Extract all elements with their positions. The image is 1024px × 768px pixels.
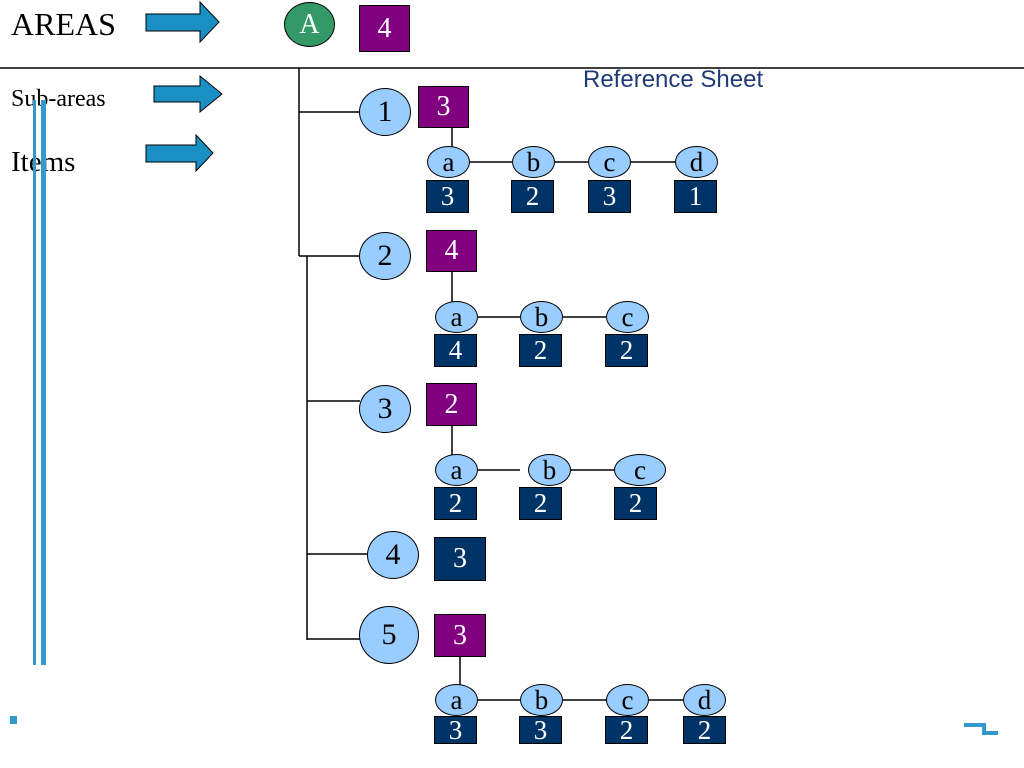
subarea-node-2[interactable]: 2 <box>359 232 411 280</box>
subarea-node-5[interactable]: 5 <box>359 606 419 664</box>
root-area-node[interactable]: A <box>284 2 335 47</box>
subareas-legend-label: Sub-areas <box>11 86 106 112</box>
areas-legend-label: AREAS <box>11 6 116 42</box>
arrow-items-icon <box>145 133 214 173</box>
item-node-3b[interactable]: b <box>528 454 571 486</box>
item-node-5d[interactable]: d <box>683 684 726 716</box>
arrow-areas-icon <box>145 0 220 44</box>
root-area-count: 4 <box>359 5 410 52</box>
item-node-1d[interactable]: d <box>675 146 718 178</box>
sidebar-bar-left <box>33 100 36 665</box>
item-count-3a: 2 <box>434 487 477 520</box>
item-node-1b[interactable]: b <box>512 146 555 178</box>
subarea-node-3[interactable]: 3 <box>359 385 411 433</box>
item-count-1c: 3 <box>588 180 631 213</box>
item-count-2a: 4 <box>434 334 477 367</box>
footer-square-mark <box>10 716 17 724</box>
item-count-3b: 2 <box>519 487 562 520</box>
item-node-3c[interactable]: c <box>614 454 666 486</box>
subarea-count-3: 2 <box>426 383 477 426</box>
arrow-subareas-icon <box>153 74 223 114</box>
item-node-2b[interactable]: b <box>520 301 563 333</box>
item-node-1a[interactable]: a <box>427 146 470 178</box>
subarea-count-1: 3 <box>418 86 469 128</box>
item-node-1c[interactable]: c <box>588 146 631 178</box>
item-node-5a[interactable]: a <box>435 684 478 716</box>
item-count-1b: 2 <box>511 180 554 213</box>
item-node-5b[interactable]: b <box>520 684 563 716</box>
page-title: Reference Sheet <box>583 66 764 93</box>
subarea-count-5: 3 <box>434 614 486 657</box>
root-area-label: A <box>299 8 320 40</box>
item-count-2b: 2 <box>519 334 562 367</box>
item-count-2c: 2 <box>605 334 648 367</box>
item-count-3c: 2 <box>614 487 657 520</box>
item-node-5c[interactable]: c <box>606 684 649 716</box>
subarea-count-4: 3 <box>434 537 486 581</box>
item-node-2a[interactable]: a <box>435 301 478 333</box>
footer-logo-mark <box>962 718 1002 738</box>
subarea-node-4[interactable]: 4 <box>367 531 419 579</box>
item-node-3a[interactable]: a <box>435 454 478 486</box>
item-count-5b: 3 <box>519 715 562 745</box>
subarea-node-1[interactable]: 1 <box>359 88 411 136</box>
item-count-1d: 1 <box>674 180 717 213</box>
item-count-1a: 3 <box>426 180 469 213</box>
sidebar-bar-right <box>41 100 46 665</box>
item-node-2c[interactable]: c <box>606 301 649 333</box>
item-count-5d: 2 <box>683 715 726 745</box>
item-count-5a: 3 <box>434 715 477 745</box>
item-count-5c: 2 <box>605 715 648 745</box>
subarea-count-2: 4 <box>426 230 477 272</box>
